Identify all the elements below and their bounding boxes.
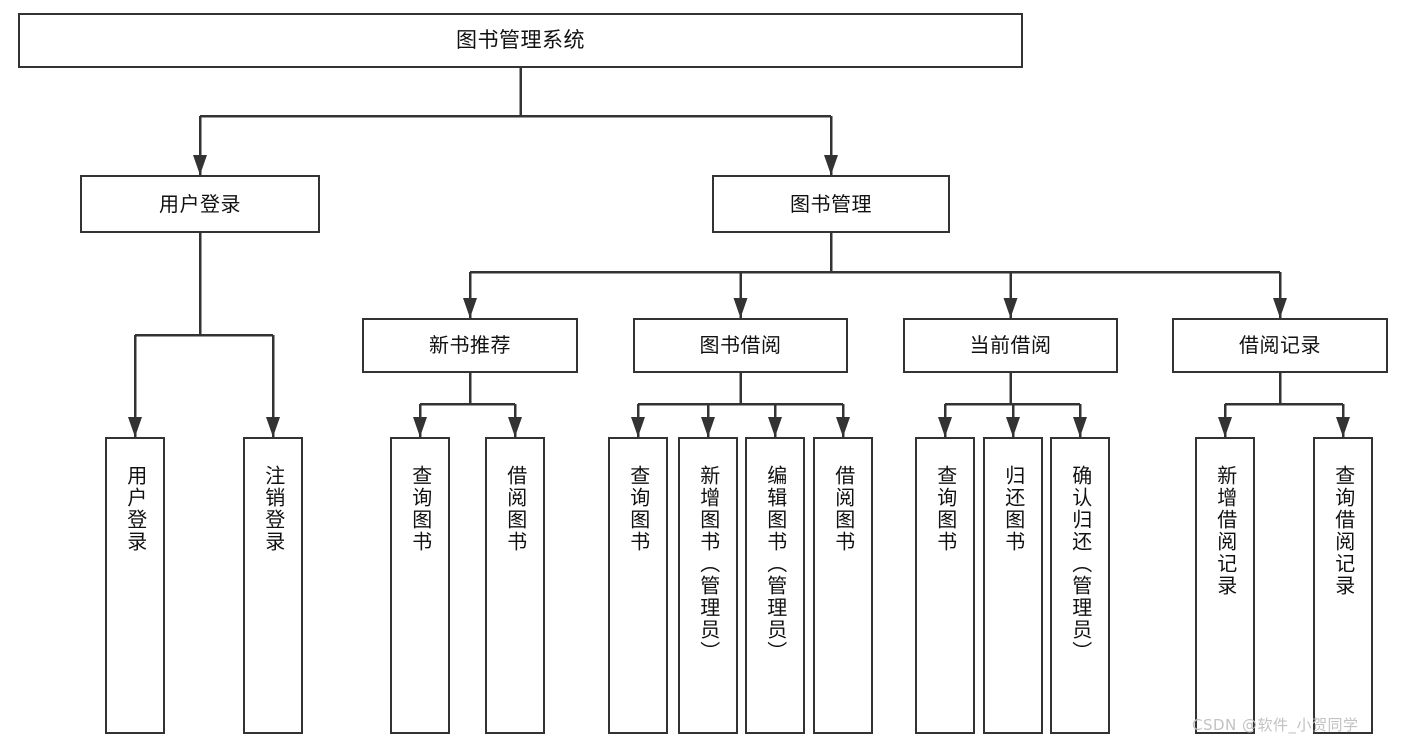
- arrowhead: [836, 417, 850, 437]
- node-label: 借阅图书: [503, 465, 528, 553]
- arrowhead: [508, 417, 522, 437]
- node-l_edit_book[interactable]: 编辑图书（管理员）: [745, 437, 805, 734]
- node-label: 新增图书（管理员）: [696, 465, 721, 663]
- node-label: 新增借阅记录: [1213, 465, 1238, 597]
- node-label: 借阅图书: [831, 465, 856, 553]
- arrowhead: [1273, 298, 1287, 318]
- node-l_query3[interactable]: 查询图书: [915, 437, 975, 734]
- node-l_borrow2[interactable]: 借阅图书: [813, 437, 873, 734]
- arrowhead: [1006, 417, 1020, 437]
- node-label: 用户登录: [123, 465, 148, 553]
- node-l_qry_rec[interactable]: 查询借阅记录: [1313, 437, 1373, 734]
- node-label: 图书管理: [790, 191, 872, 216]
- arrowhead: [701, 417, 715, 437]
- node-label: 查询图书: [933, 465, 958, 553]
- node-l_return[interactable]: 归还图书: [983, 437, 1043, 734]
- node-label: 图书管理系统: [456, 28, 585, 53]
- node-label: 新书推荐: [429, 333, 511, 357]
- node-label: 注销登录: [261, 465, 286, 553]
- node-label: 用户登录: [159, 191, 241, 216]
- node-l_confirm[interactable]: 确认归还（管理员）: [1050, 437, 1110, 734]
- node-records[interactable]: 借阅记录: [1172, 318, 1388, 373]
- node-label: 当前借阅: [969, 333, 1052, 357]
- node-l_borrow1[interactable]: 借阅图书: [485, 437, 545, 734]
- arrowhead: [463, 298, 477, 318]
- arrowhead: [1336, 417, 1350, 437]
- node-root[interactable]: 图书管理系统: [18, 13, 1023, 68]
- node-current[interactable]: 当前借阅: [903, 318, 1118, 373]
- node-label: 借阅记录: [1239, 333, 1321, 357]
- node-l_add_rec[interactable]: 新增借阅记录: [1195, 437, 1255, 734]
- arrowhead: [1218, 417, 1232, 437]
- arrowhead: [768, 417, 782, 437]
- node-l_add_book[interactable]: 新增图书（管理员）: [678, 437, 738, 734]
- node-label: 查询借阅记录: [1331, 465, 1356, 597]
- node-l_query2[interactable]: 查询图书: [608, 437, 668, 734]
- node-label: 编辑图书（管理员）: [763, 465, 788, 663]
- node-label: 确认归还（管理员）: [1068, 465, 1093, 663]
- node-label: 图书借阅: [699, 333, 782, 357]
- arrowhead: [1003, 298, 1018, 318]
- arrowhead: [413, 417, 427, 437]
- node-label: 查询图书: [408, 465, 433, 553]
- arrowhead: [938, 417, 952, 437]
- arrowhead: [631, 417, 645, 437]
- node-l_login[interactable]: 用户登录: [105, 437, 165, 734]
- node-l_query1[interactable]: 查询图书: [390, 437, 450, 734]
- arrowhead: [266, 417, 280, 437]
- csdn-watermark: CSDN @软件_小贺同学: [1192, 716, 1359, 734]
- node-label: 查询图书: [626, 465, 651, 553]
- node-new_rec[interactable]: 新书推荐: [362, 318, 578, 373]
- node-label: 归还图书: [1001, 465, 1026, 553]
- node-borrow[interactable]: 图书借阅: [633, 318, 848, 373]
- arrowhead: [733, 298, 748, 318]
- node-book_mgmt[interactable]: 图书管理: [712, 175, 950, 233]
- arrowhead: [193, 155, 207, 175]
- arrowhead: [128, 417, 142, 437]
- node-user_login[interactable]: 用户登录: [80, 175, 320, 233]
- arrowhead: [1073, 417, 1087, 437]
- node-l_logout[interactable]: 注销登录: [243, 437, 303, 734]
- arrowhead: [824, 155, 838, 175]
